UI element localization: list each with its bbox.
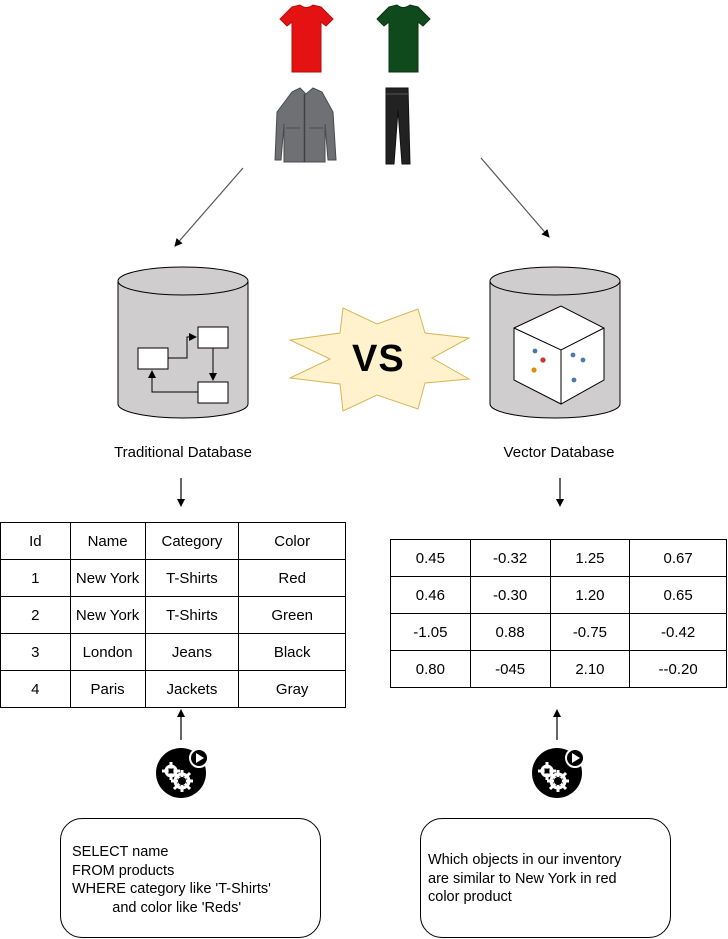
table-cell: Gray [238, 670, 346, 708]
query-line: SELECT name [72, 844, 169, 860]
table-cell: 0.80 [390, 650, 471, 688]
arrow-to-vector [480, 157, 550, 238]
table-row: -1.05 0.88 -0.75 -0.42 [390, 613, 727, 651]
table-cell: 1.25 [549, 539, 631, 577]
table-cell: 0.65 [629, 576, 727, 614]
table-cell: 3 [0, 633, 71, 671]
black-pants-icon [385, 87, 411, 165]
table-header-cell: Category [144, 522, 240, 560]
table-row: 4 Paris Jackets Gray [0, 670, 346, 708]
table-cell: Black [238, 633, 346, 671]
table-cell: 0.45 [390, 539, 471, 577]
table-header-cell: Color [238, 522, 346, 560]
table-cell: New York [69, 559, 146, 597]
traditional-table: Id Name Category Color 1 New York T-Shir… [0, 522, 346, 708]
table-row: 0.46 -0.30 1.20 0.65 [390, 576, 727, 614]
table-cell: --0.20 [629, 650, 727, 688]
table-cell: -0.75 [549, 613, 631, 651]
table-cell: Paris [69, 670, 146, 708]
sql-query-box: SELECT name FROM products WHERE category… [60, 818, 321, 938]
query-line: are similar to New York in red [428, 870, 617, 887]
table-cell: -0.30 [469, 576, 551, 614]
table-cell: 2 [0, 596, 71, 634]
table-header-cell: Id [0, 522, 71, 560]
vector-embedding-table: 0.45 -0.32 1.25 0.67 0.46 -0.30 1.20 0.6… [390, 539, 727, 688]
table-cell: -045 [469, 650, 551, 688]
table-cell: Jackets [144, 670, 240, 708]
gray-jacket-icon [274, 87, 337, 163]
table-cell: New York [69, 596, 146, 634]
table-header-cell: Name [69, 522, 146, 560]
table-row: 0.45 -0.32 1.25 0.67 [390, 539, 727, 577]
query-engine-icon-left [156, 748, 209, 798]
query-line: FROM products [72, 862, 175, 879]
table-cell: 0.67 [629, 539, 727, 577]
query-line: color product [428, 889, 512, 905]
table-cell: Green [238, 596, 346, 634]
query-line: WHERE category like 'T-Shirts' [72, 881, 271, 897]
table-cell: 0.88 [469, 613, 551, 651]
table-cell: 1.20 [549, 576, 631, 614]
vs-starburst [288, 307, 471, 412]
table-cell: -0.42 [629, 613, 727, 651]
traditional-database-caption: Traditional Database [114, 444, 252, 461]
vector-database-caption: Vector Database [503, 444, 615, 461]
table-cell: 1 [0, 559, 71, 597]
semantic-query-box: Which objects in our inventory are simil… [420, 818, 671, 938]
table-cell: -0.32 [469, 539, 551, 577]
table-row: 0.80 -045 2.10 --0.20 [390, 650, 727, 688]
table-cell: Jeans [144, 633, 240, 671]
table-header-row: Id Name Category Color [0, 522, 346, 560]
query-engine-icon-right [532, 748, 585, 798]
arrow-to-traditional [174, 167, 244, 247]
vector-cube-icon [513, 305, 605, 405]
table-cell: Red [238, 559, 346, 597]
vs-label: VS [352, 338, 405, 380]
table-cell: T-Shirts [144, 596, 240, 634]
table-cell: 0.46 [390, 576, 471, 614]
green-tshirt-icon [376, 4, 431, 73]
flowchart-icon [137, 326, 229, 404]
red-tshirt-icon [279, 4, 334, 73]
table-cell: 4 [0, 670, 71, 708]
table-cell: London [69, 633, 146, 671]
query-line: Which objects in our inventory [428, 852, 622, 868]
table-row: 3 London Jeans Black [0, 633, 346, 671]
table-cell: -1.05 [390, 613, 471, 651]
table-cell: T-Shirts [144, 559, 240, 597]
table-row: 2 New York T-Shirts Green [0, 596, 346, 634]
table-row: 1 New York T-Shirts Red [0, 559, 346, 597]
table-cell: 2.10 [549, 650, 631, 688]
query-line: and color like 'Reds' [72, 899, 242, 916]
